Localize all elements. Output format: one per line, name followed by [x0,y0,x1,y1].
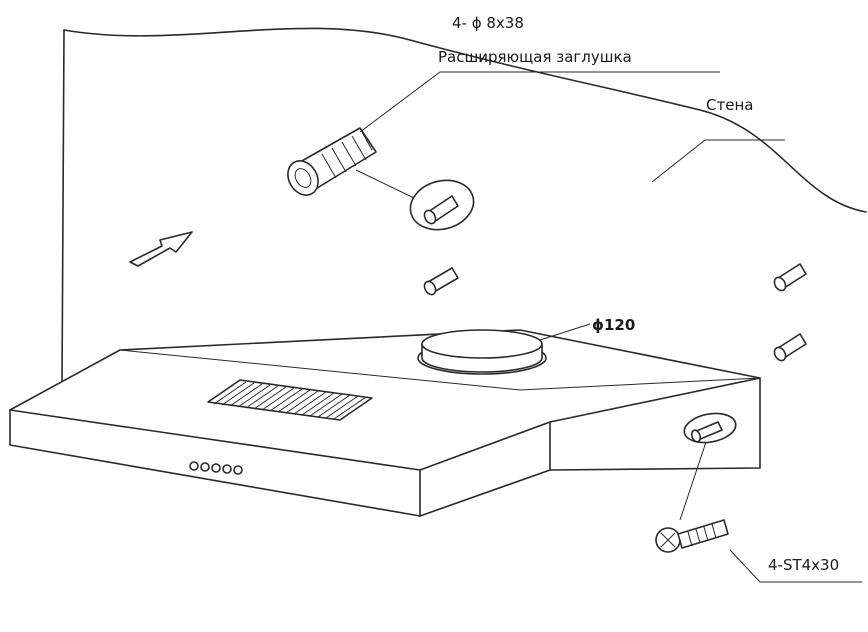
plug-name-label: Расширяющая заглушка [438,48,632,66]
duct-diameter-label: ϕ120 [592,316,635,334]
range-hood [9,329,761,517]
screw-detail-upper [355,169,475,231]
duct-leader-line [539,323,591,341]
screw-left [423,267,459,296]
vent-grille [207,379,373,421]
direction-arrow [129,231,193,267]
duct-collar [417,329,547,375]
wall-leader-line [651,139,785,183]
screw-right-lower [773,333,807,362]
mounting-screw [655,519,862,583]
plug-leader-line [359,71,720,133]
screw-size-label: 4-ST4x30 [768,556,839,574]
control-buttons [189,461,243,475]
wall [61,27,867,386]
plug-size-label: 4- ϕ 8x38 [452,14,524,32]
screw-detail-hood [679,412,737,521]
wall-label: Стена [706,96,753,114]
expansion-plug [287,127,377,196]
screw-right-upper [773,263,807,292]
